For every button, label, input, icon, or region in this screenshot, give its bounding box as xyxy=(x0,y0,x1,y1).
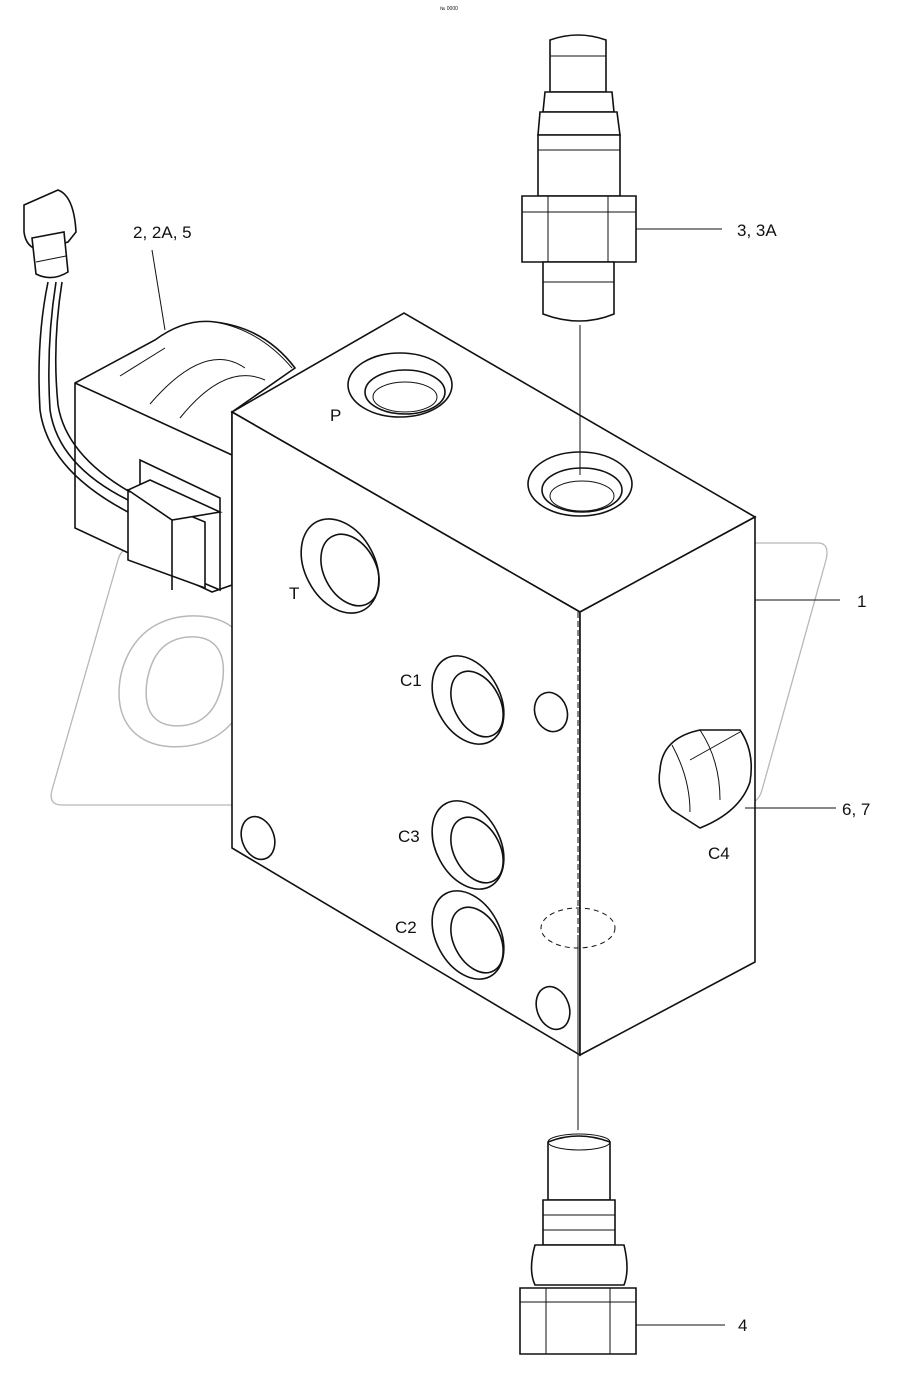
fitting-bottom xyxy=(519,1133,637,1355)
header-code: № 0000 xyxy=(440,6,458,12)
plug-c4 xyxy=(658,729,753,829)
callout-2-2a-5: 2, 2A, 5 xyxy=(133,223,192,242)
port-label-c1: C1 xyxy=(400,671,422,690)
callout-4: 4 xyxy=(738,1316,747,1335)
callout-6-7: 6, 7 xyxy=(842,800,870,819)
callout-3-3a: 3, 3A xyxy=(737,221,777,240)
port-label-c4: C4 xyxy=(708,844,730,863)
solenoid-coil xyxy=(74,320,297,593)
cartridge-valve xyxy=(521,34,637,322)
valve-block xyxy=(230,312,757,1057)
port-label-c3: C3 xyxy=(398,827,420,846)
port-label-t: T xyxy=(289,584,299,603)
port-label-p: P xyxy=(330,406,341,425)
port-label-c2: C2 xyxy=(395,918,417,937)
center-axis xyxy=(577,325,581,1130)
leader-lines xyxy=(151,228,840,1326)
solenoid-wires xyxy=(38,281,131,513)
callout-1: 1 xyxy=(857,592,866,611)
wire-plug xyxy=(23,189,77,279)
